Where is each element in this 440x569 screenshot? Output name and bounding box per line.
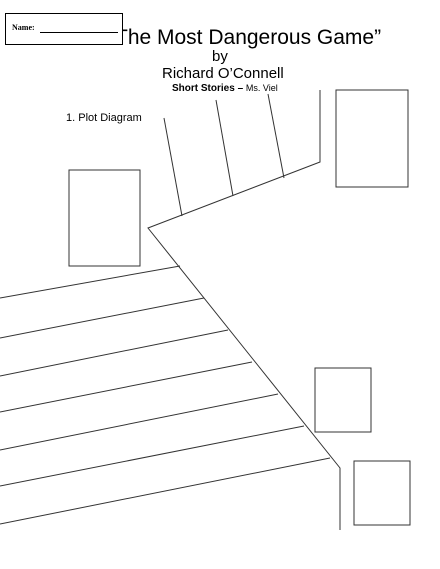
name-input-line[interactable] xyxy=(40,32,118,33)
story-title: “The Most Dangerous Game” xyxy=(108,26,382,49)
exposition-answer-line-2 xyxy=(215,99,234,197)
conflict-answer-line-6 xyxy=(0,425,305,487)
conflict-answer-line-3 xyxy=(0,329,229,377)
resolution-box xyxy=(353,460,411,526)
by-line: by xyxy=(212,48,228,65)
section-heading: 1. Plot Diagram xyxy=(66,112,142,124)
course-name: Short Stories – xyxy=(172,83,244,94)
author-name: Richard O’Connell xyxy=(162,65,284,82)
exposition-box xyxy=(68,169,141,267)
conflict-answer-line-4 xyxy=(0,361,253,413)
rising-action-line xyxy=(147,90,341,530)
course-line: Short Stories – Ms. Viel xyxy=(172,82,278,95)
climax-box xyxy=(335,89,409,188)
falling-action-box xyxy=(314,367,372,433)
exposition-answer-line-3 xyxy=(267,93,285,179)
conflict-answer-line-5 xyxy=(0,393,279,451)
name-field-box: Name: xyxy=(5,13,123,45)
exposition-answer-line-1 xyxy=(163,117,183,217)
teacher-name: Ms. Viel xyxy=(245,83,278,93)
conflict-answer-line-7 xyxy=(0,457,331,525)
conflict-answer-line-2 xyxy=(0,297,205,339)
name-label: Name: xyxy=(12,23,35,32)
conflict-answer-line-1 xyxy=(0,265,181,299)
